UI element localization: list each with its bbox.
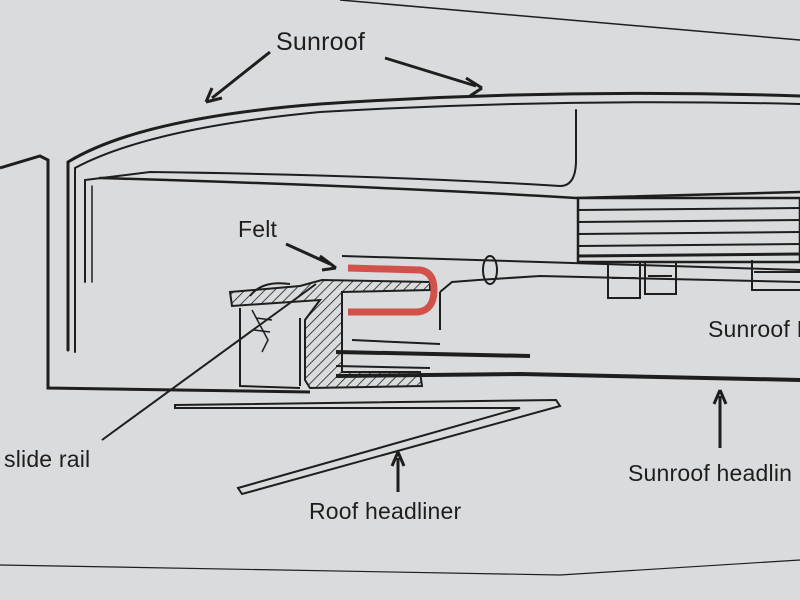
label-slide-rail: slide rail xyxy=(4,446,91,472)
slide-bracket xyxy=(341,255,800,330)
label-sunroof: Sunroof xyxy=(276,28,365,56)
slide-channels xyxy=(335,339,800,382)
label-sunroof-panel: Sunroof I xyxy=(708,316,800,342)
roof-headliner xyxy=(174,398,562,496)
label-sunroof-headliner: Sunroof headlin xyxy=(628,460,793,486)
leader-arrows xyxy=(101,50,728,492)
label-felt: Felt xyxy=(238,216,278,242)
felt-strip xyxy=(347,264,438,316)
sunroof-panel-stack xyxy=(576,196,800,299)
slide-rail-section xyxy=(228,278,431,390)
label-roof-headliner: Roof headliner xyxy=(309,498,462,524)
page-edges xyxy=(0,0,800,576)
sunroof-panel-outline xyxy=(66,91,800,353)
body-frame xyxy=(0,154,311,394)
